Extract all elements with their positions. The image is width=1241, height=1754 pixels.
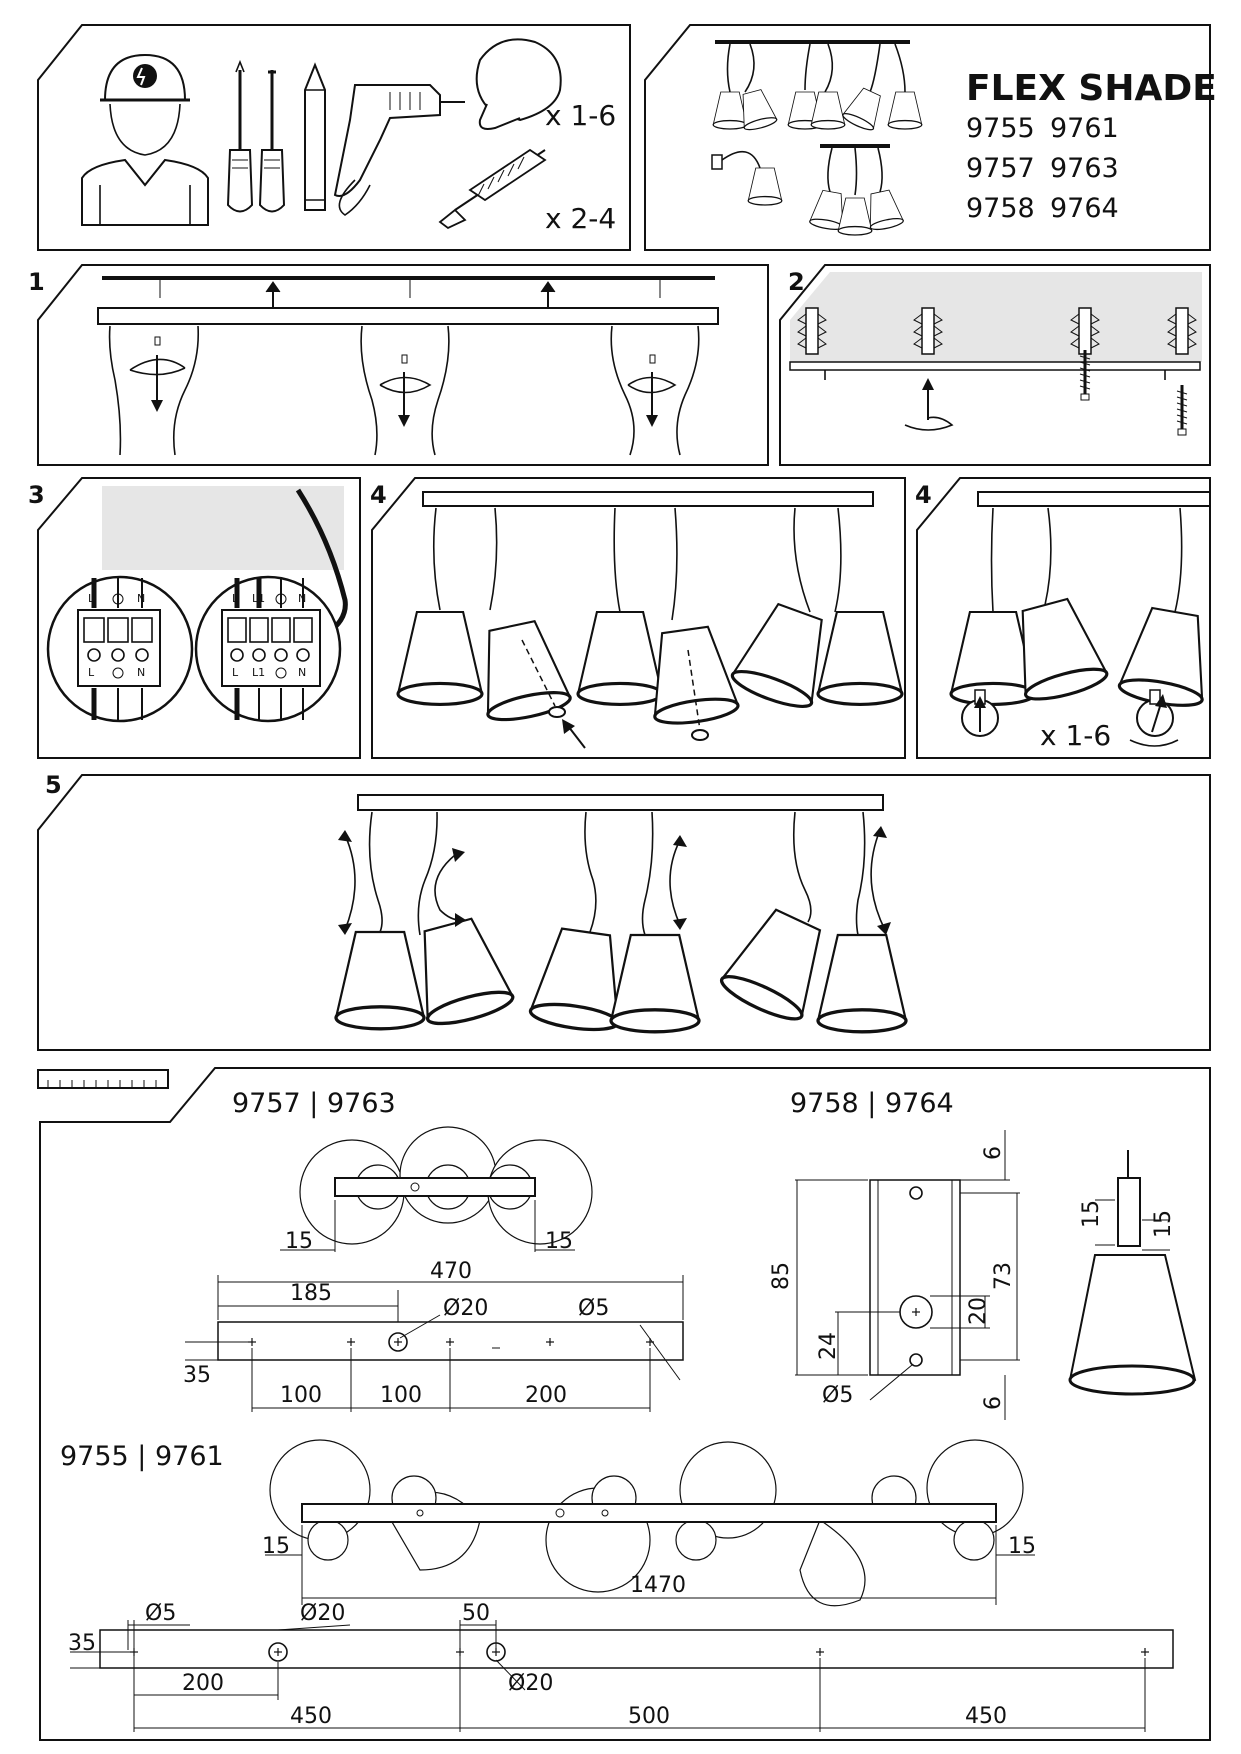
svg-text:N: N [137,666,145,679]
dimension-value: Ø5 [822,1383,853,1408]
dimension-value: 1470 [630,1573,686,1598]
svg-text:L1: L1 [252,592,265,605]
dimension-title: 9757 | 9763 [232,1088,396,1119]
dimension-value: 15 [1008,1534,1036,1559]
svg-text:N: N [298,592,306,605]
bulb-icon [475,38,562,130]
bulb-icon [1129,689,1179,747]
dimension-title: 9755 | 9761 [60,1441,224,1472]
dimension-value: 6 [981,1396,1006,1410]
dimension-value: Ø5 [578,1296,609,1321]
product-code: 9755 [966,113,1035,144]
dimension-value: 35 [183,1363,211,1388]
ground-icon [275,667,287,679]
svg-text:N: N [137,592,145,605]
dimension-value: 85 [769,1262,794,1290]
product-panel: FLEX SHADE 9755 9761 9757 9763 9758 9764 [644,24,1217,251]
ground-icon [275,593,287,605]
dimension-value: 15 [545,1229,573,1254]
step-5-panel: 5 [37,771,1211,1051]
dimension-value: 15 [285,1229,313,1254]
drill-icon [333,84,465,216]
product-name: FLEX SHADE [966,68,1217,109]
dimension-value: Ø20 [300,1601,345,1626]
product-code: 9763 [1050,153,1119,184]
svg-text:L: L [88,592,95,605]
dimension-value: 15 [262,1534,290,1559]
ground-icon [112,667,124,679]
step-number: 3 [28,481,45,509]
svg-text:L: L [88,666,95,679]
dimension-value: 6 [981,1146,1006,1160]
dimension-value: 15 [1079,1200,1104,1228]
step-2-panel: 2 [779,264,1211,466]
dimension-9757-9763: 9757 | 9763 15 15 470 185 [183,1088,684,1412]
pencil-icon [304,62,326,211]
dimension-value: 100 [280,1383,322,1408]
dimension-value: 20 [966,1297,991,1325]
dimension-value: 450 [290,1704,332,1729]
dimensions-panel: 9757 | 9763 15 15 470 185 [37,1067,1211,1741]
dimension-value: 500 [628,1704,670,1729]
dimension-value: 100 [380,1383,422,1408]
step-number: 4 [915,481,932,509]
dimension-value: Ø20 [443,1296,488,1321]
svg-text:N: N [298,666,306,679]
svg-text:L: L [232,592,239,605]
dimension-value: 185 [290,1281,332,1306]
dimension-9755-9761: 9755 | 9761 15 15 1470 [60,1439,1174,1732]
dimension-value: 200 [182,1671,224,1696]
step-4-bulbs-panel: 4 x 1-6 [915,477,1218,759]
dimension-value: 73 [991,1262,1016,1290]
step-number: 4 [370,481,387,509]
dimension-9758-9764: 9758 | 9764 85 73 6 20 24 [769,1088,1197,1420]
dimension-title: 9758 | 9764 [790,1088,954,1119]
terminal-block-right: L L1 N L L1 N [221,578,321,720]
dimension-value: 35 [68,1631,96,1656]
step-3-panel: 3 L N L N [28,477,361,759]
dimension-value: 200 [525,1383,567,1408]
wall-plug-icon [438,148,547,230]
screwdriver-icon [226,59,286,213]
dimension-value: 50 [462,1601,490,1626]
dowel-count: x 2-4 [545,202,616,235]
product-thumbnails [711,40,923,236]
product-code: 9764 [1050,193,1119,224]
step-number: 2 [788,268,805,296]
dimension-value: Ø20 [508,1671,553,1696]
product-code: 9758 [966,193,1035,224]
electrician-icon [81,53,209,226]
dimension-value: Ø5 [145,1601,176,1626]
svg-text:L1: L1 [252,666,265,679]
adjust-arrows [338,826,891,935]
terminal-block-left: L N L N [77,578,161,720]
dimension-value: 450 [965,1704,1007,1729]
bulb-count: x 1-6 [545,99,616,132]
tools-panel: x 1-6 x 2-4 [37,24,631,251]
bulb-count: x 1-6 [1040,719,1111,752]
shade-ring [691,729,709,741]
step-4-shades-panel: 4 [370,477,906,759]
dimension-value: 470 [430,1259,472,1284]
ground-icon [112,593,124,605]
product-code: 9761 [1050,113,1119,144]
dimension-value: 24 [816,1332,841,1360]
side-view: 15 15 [1068,1150,1197,1396]
dimension-value: 15 [1151,1210,1176,1238]
shade-ring [548,706,566,718]
product-code: 9757 [966,153,1035,184]
step-number: 1 [28,268,45,296]
ruler-icon [37,1069,169,1089]
step-number: 5 [45,771,62,799]
step-1-panel: 1 [28,264,769,466]
svg-text:L: L [232,666,239,679]
bulb-icon [961,689,999,737]
